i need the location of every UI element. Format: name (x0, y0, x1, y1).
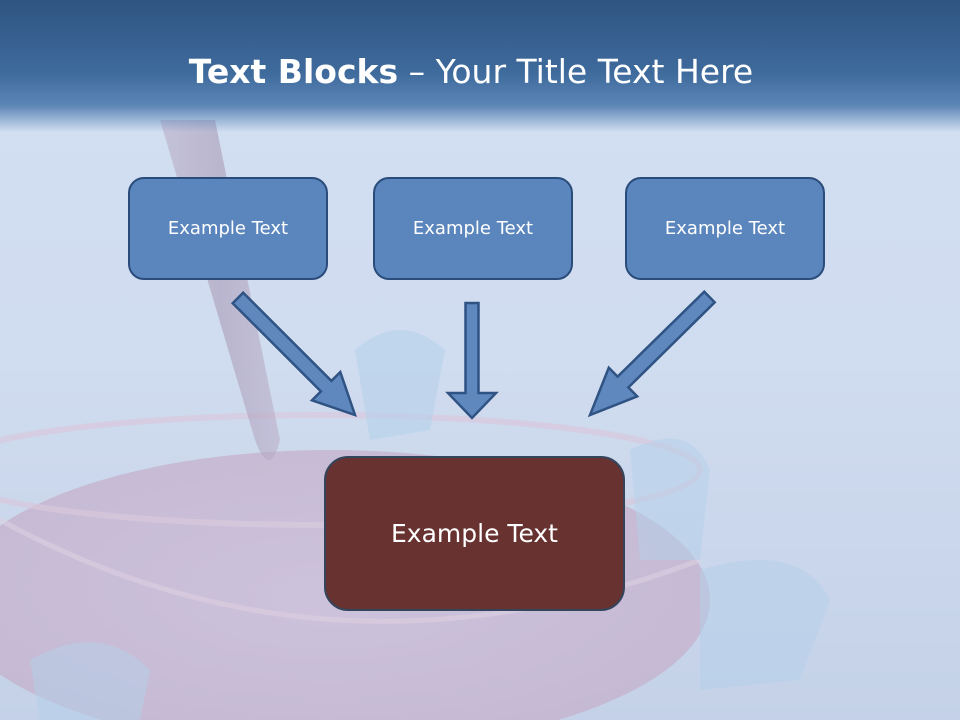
text-block-2-label: Example Text (412, 218, 534, 239)
text-block-3-label: Example Text (664, 218, 786, 239)
result-block[interactable]: Example Text (324, 456, 625, 611)
text-block-3[interactable]: Example Text (625, 177, 825, 280)
title-separator: – (398, 52, 436, 91)
glove-shape (355, 330, 445, 440)
text-block-1-label: Example Text (167, 218, 289, 239)
result-block-label: Example Text (391, 519, 558, 548)
arrow-middle (445, 301, 499, 420)
title-rest: Your Title Text Here (435, 52, 754, 91)
text-block-1[interactable]: Example Text (128, 177, 328, 280)
slide-title: Text Blocks – Your Title Text Here (0, 52, 942, 91)
header-band (0, 0, 960, 132)
arrow-left (230, 290, 358, 418)
arrow-right (587, 289, 717, 418)
text-block-2[interactable]: Example Text (373, 177, 573, 280)
title-bold: Text Blocks (188, 52, 399, 91)
